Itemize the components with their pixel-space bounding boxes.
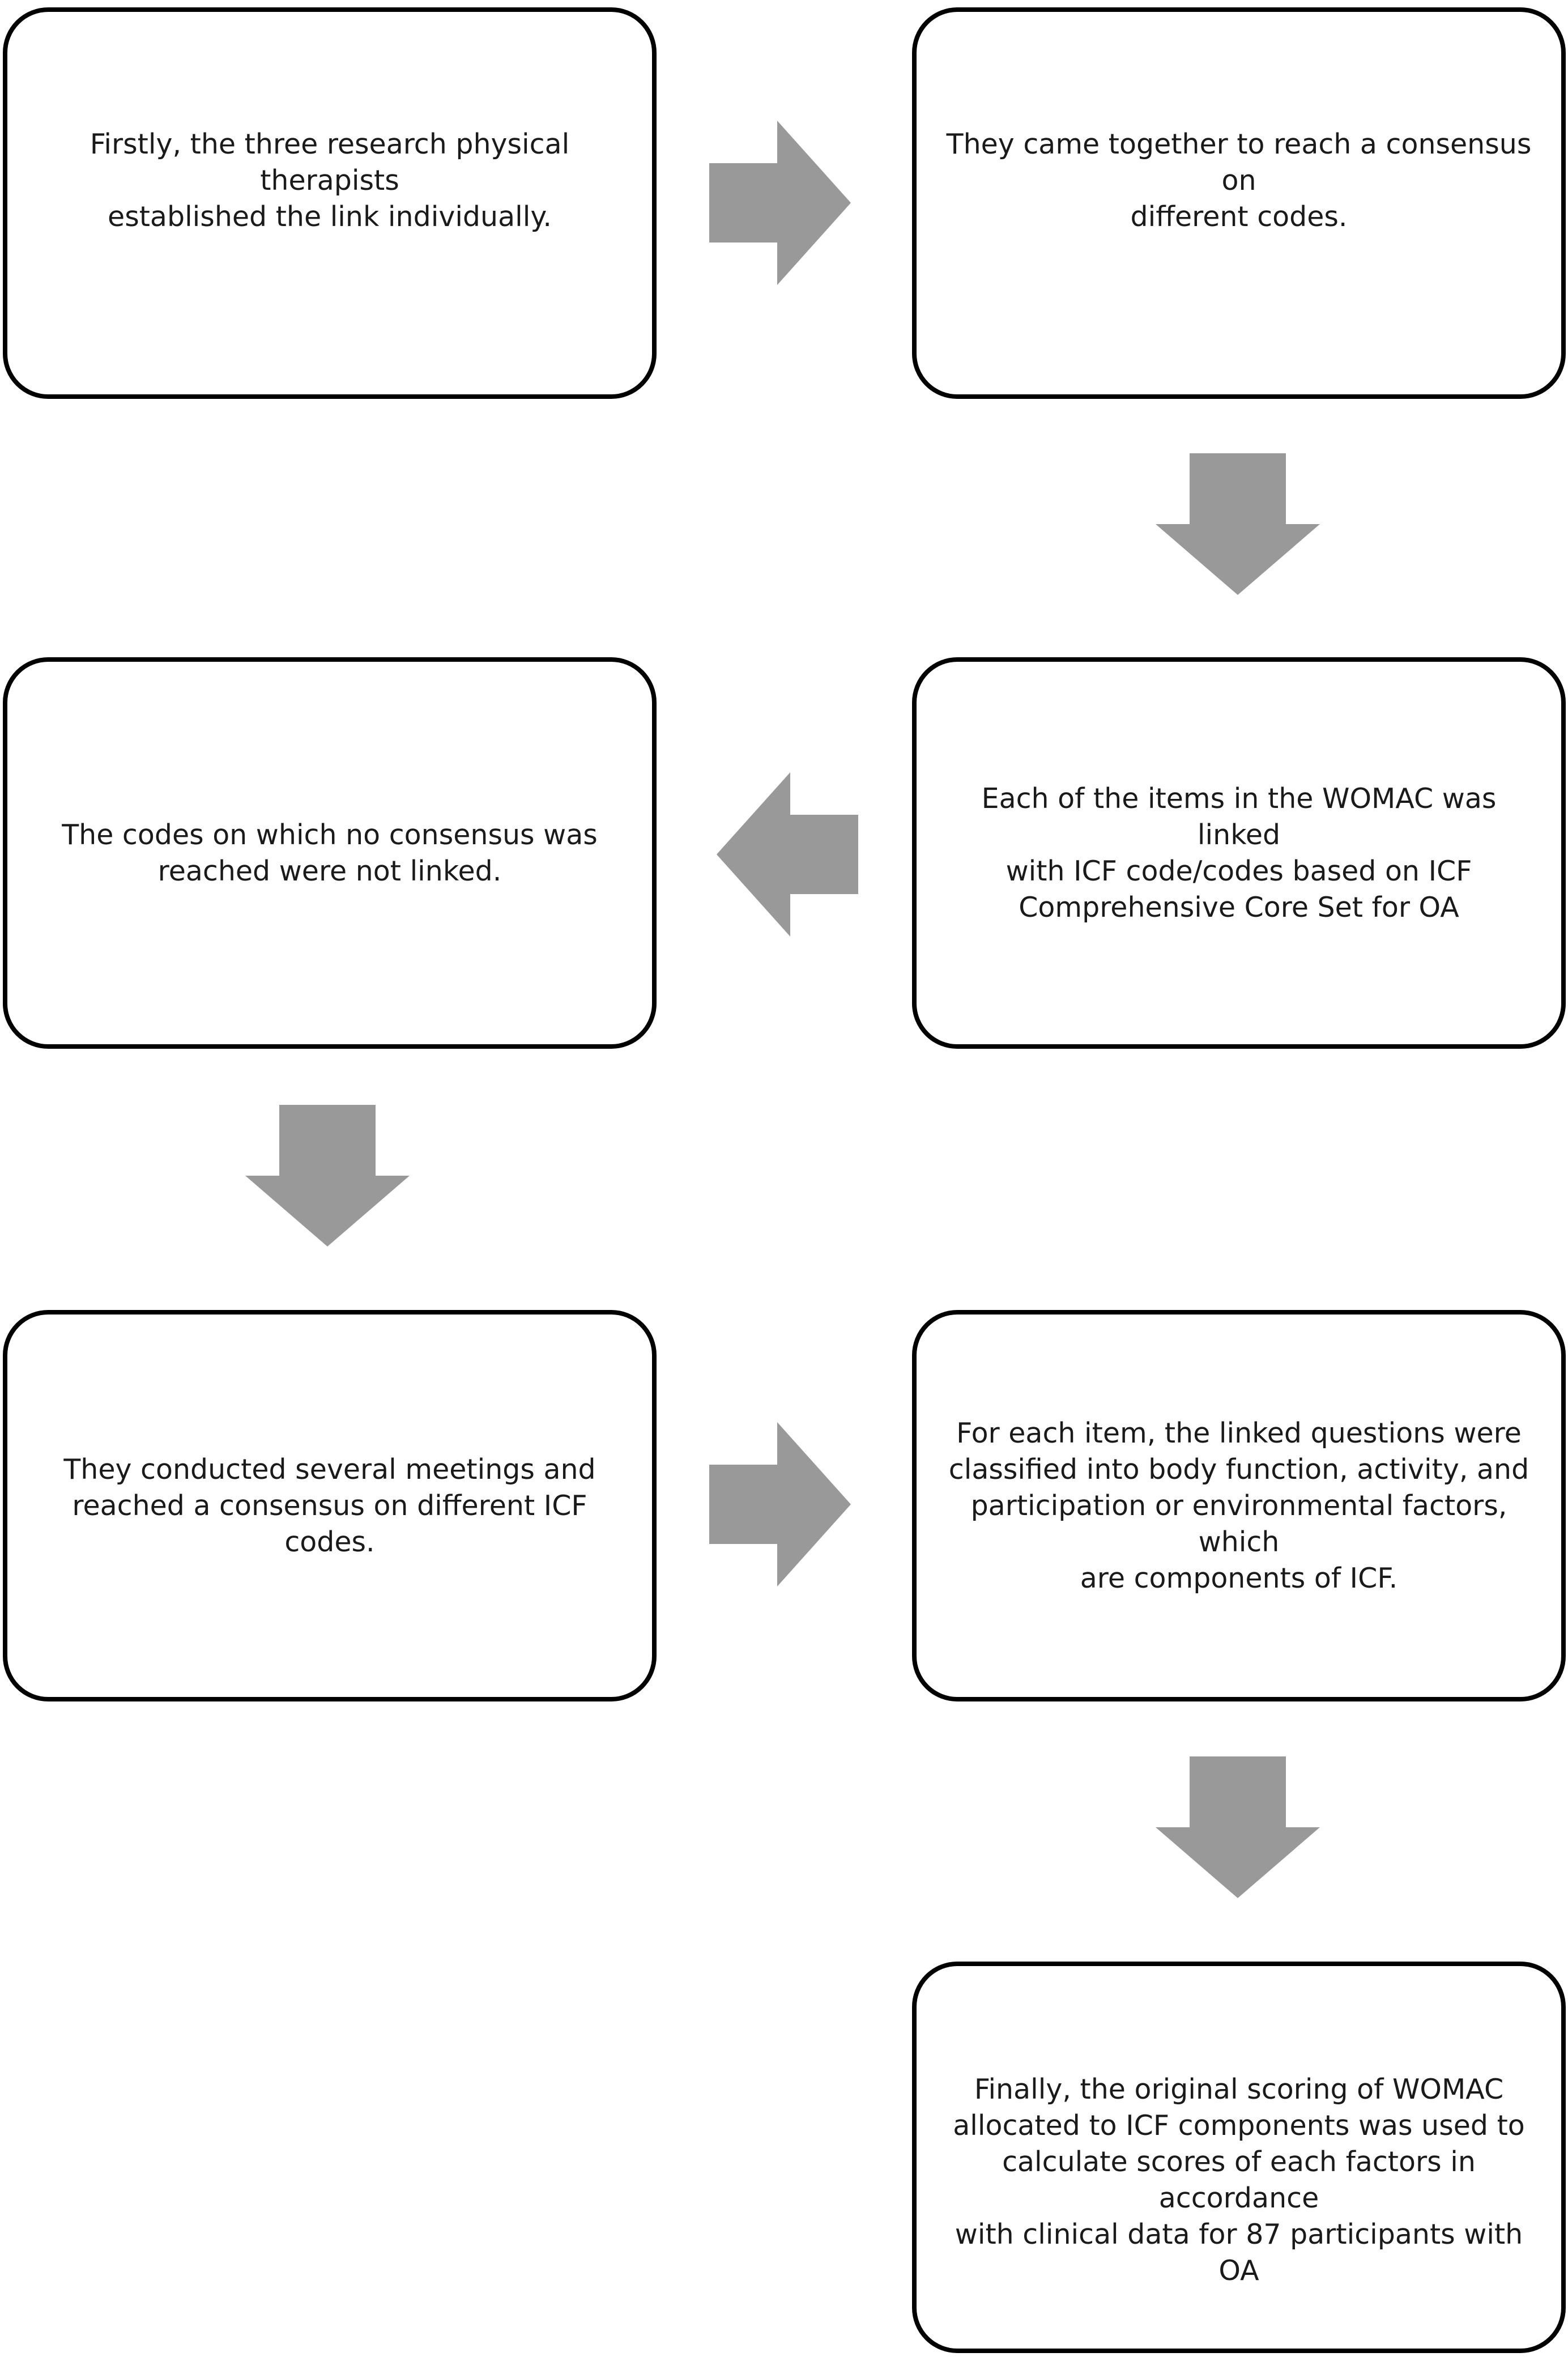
step-7-text: Finally, the original scoring of WOMAC a…: [953, 2073, 1525, 2287]
down-arrow-icon: [1156, 453, 1320, 595]
right-arrow-icon: [709, 121, 851, 285]
step-7-box: Finally, the original scoring of WOMAC a…: [912, 1962, 1566, 2353]
left-arrow-icon: [717, 772, 858, 937]
step-6-text: For each item, the linked questions were…: [948, 1416, 1529, 1594]
step-2-text: They came together to reach a consensus …: [946, 127, 1532, 233]
step-4-text: The codes on which no consensus was reac…: [62, 818, 598, 887]
step-2-box: They came together to reach a consensus …: [912, 7, 1566, 399]
down-arrow-icon: [1156, 1756, 1320, 1898]
step-5-text: They conducted several meetings and reac…: [63, 1453, 596, 1558]
down-arrow-icon: [245, 1105, 410, 1247]
step-1-text: Firstly, the three research physical the…: [90, 127, 570, 233]
step-1-box: Firstly, the three research physical the…: [3, 7, 657, 399]
step-6-box: For each item, the linked questions were…: [912, 1310, 1566, 1701]
right-arrow-icon: [709, 1422, 851, 1586]
step-4-box: The codes on which no consensus was reac…: [3, 657, 657, 1049]
step-3-text: Each of the items in the WOMAC was linke…: [981, 782, 1497, 924]
step-5-box: They conducted several meetings and reac…: [3, 1310, 657, 1701]
step-3-box: Each of the items in the WOMAC was linke…: [912, 657, 1566, 1049]
